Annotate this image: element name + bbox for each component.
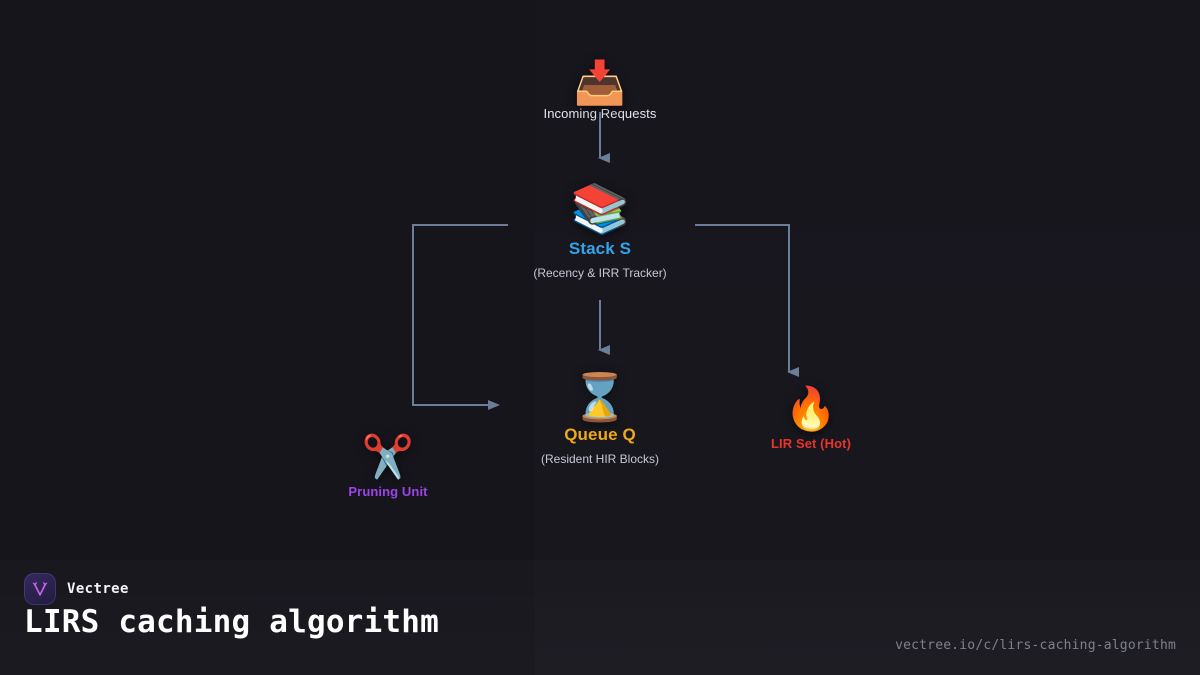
books-icon: 📚 bbox=[570, 183, 630, 236]
lirs-diagram: 📥 Incoming Requests 📚 Stack S (Recency &… bbox=[348, 59, 852, 500]
node-stack-s-sublabel: (Recency & IRR Tracker) bbox=[533, 266, 667, 280]
footer-url: vectree.io/c/lirs-caching-algorithm bbox=[895, 638, 1176, 653]
node-queue-q-label: Queue Q bbox=[564, 425, 636, 444]
edge-stack-to-pruning-loop bbox=[412, 224, 508, 410]
node-queue-q[interactable]: ⌛ Queue Q (Resident HIR Blocks) bbox=[541, 374, 659, 466]
vectree-logo-icon bbox=[24, 573, 56, 605]
page-title: LIRS caching algorithm bbox=[24, 604, 439, 640]
diagram-edges bbox=[412, 112, 799, 410]
footer-bar: Vectree LIRS caching algorithm vectree.i… bbox=[0, 560, 1200, 675]
node-lir-set[interactable]: 🔥 LIR Set (Hot) bbox=[770, 385, 852, 452]
node-incoming-requests[interactable]: 📥 Incoming Requests bbox=[543, 59, 657, 122]
node-lir-set-label: LIR Set (Hot) bbox=[770, 436, 852, 451]
hourglass-icon: ⌛ bbox=[571, 371, 629, 423]
brand-name: Vectree bbox=[67, 581, 129, 597]
edge-stack-to-lir bbox=[695, 224, 799, 377]
brand[interactable]: Vectree bbox=[24, 573, 129, 605]
scissors-icon: ✂️ bbox=[361, 433, 415, 480]
node-stack-s[interactable]: 📚 Stack S (Recency & IRR Tracker) bbox=[533, 183, 667, 281]
node-queue-q-sublabel: (Resident HIR Blocks) bbox=[540, 452, 660, 466]
fire-icon: 🔥 bbox=[784, 385, 838, 432]
inbox-tray-icon: 📥 bbox=[573, 59, 627, 106]
node-pruning-unit-label: Pruning Unit bbox=[348, 484, 428, 499]
node-incoming-requests-label: Incoming Requests bbox=[543, 106, 657, 121]
node-pruning-unit[interactable]: ✂️ Pruning Unit bbox=[348, 433, 428, 500]
node-stack-s-label: Stack S bbox=[568, 239, 632, 258]
